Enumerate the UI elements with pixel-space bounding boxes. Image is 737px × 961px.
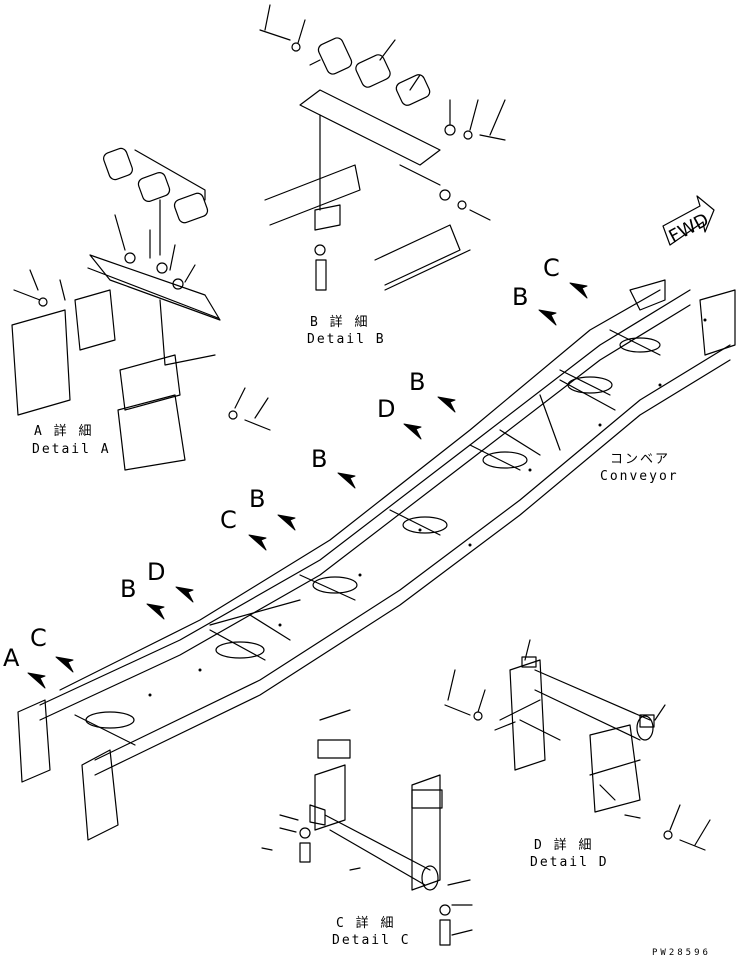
- callout-letter: D: [377, 395, 396, 423]
- detail-c-label-en: Detail C: [332, 933, 411, 948]
- drawing-code: PW28596: [652, 948, 711, 958]
- conveyor-label-en: Conveyor: [600, 469, 679, 484]
- callout-letter: C: [543, 254, 560, 282]
- detail-b-drawing: [259, 4, 506, 291]
- detail-c-drawing: [261, 709, 473, 946]
- callout-letter: B: [120, 575, 137, 603]
- detail-a-drawing: [11, 147, 271, 471]
- detail-a-label-en: Detail A: [32, 442, 111, 457]
- detail-a-label-jp: A 詳 細: [34, 424, 94, 439]
- callout-letter: B: [409, 368, 426, 396]
- callout-letter: B: [249, 485, 266, 513]
- callout-letter: C: [220, 506, 237, 534]
- callout-arrows: [27, 282, 588, 689]
- callout-letter: B: [512, 283, 529, 311]
- detail-c-label-jp: C 詳 細: [336, 916, 396, 931]
- conveyor-frame: [17, 279, 736, 841]
- callout-letter: C: [30, 624, 47, 652]
- fwd-arrow-icon: [662, 195, 715, 246]
- callout-letter: A: [3, 644, 20, 672]
- conveyor-label-jp: コンベア: [610, 452, 671, 467]
- detail-d-drawing: [444, 639, 711, 851]
- callout-letter: D: [147, 558, 166, 586]
- detail-d-label-jp: D 詳 細: [534, 838, 594, 853]
- callout-letter: B: [311, 445, 328, 473]
- detail-b-label-en: Detail B: [307, 332, 386, 347]
- detail-d-label-en: Detail D: [530, 855, 609, 870]
- detail-b-label-jp: B 詳 細: [310, 315, 370, 330]
